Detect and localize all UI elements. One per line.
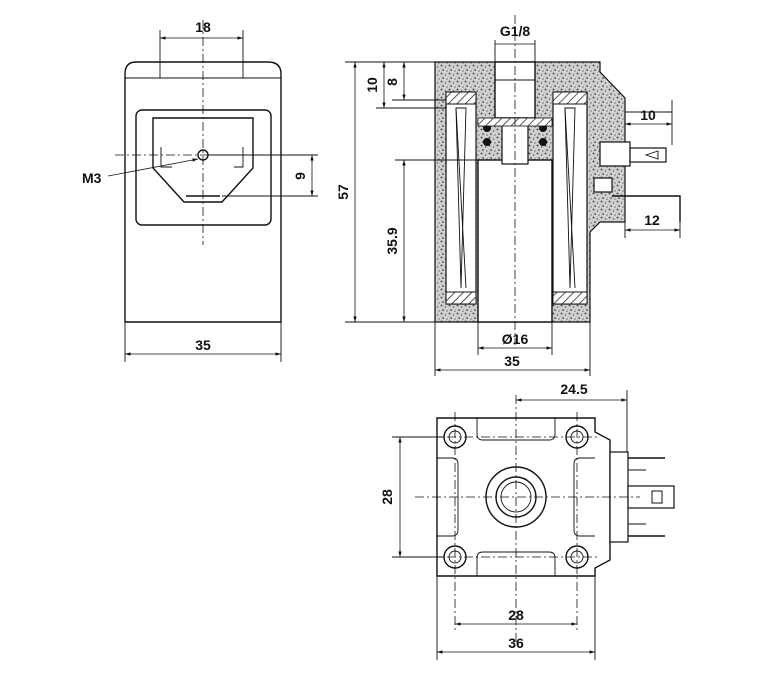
dim-plan-hole-spacing: 28 (508, 607, 524, 623)
dim-plan-height: 28 (379, 489, 395, 505)
thread-label: M3 (82, 170, 102, 186)
port-label: G1/8 (500, 23, 531, 39)
plan-view (392, 390, 675, 660)
dim-height-total: 57 (335, 184, 351, 200)
dim-terminal-12: 12 (644, 212, 660, 228)
front-view (107, 20, 318, 362)
dim-bore: Ø16 (502, 331, 529, 347)
dim-coil-height: 35.9 (384, 227, 400, 254)
dim-section-width: 35 (504, 353, 520, 369)
dim-top-width: 18 (195, 19, 211, 35)
dim-depth-10: 10 (364, 77, 380, 93)
section-view (345, 15, 681, 376)
dim-pin-offset: 9 (292, 172, 308, 180)
dim-terminal-10: 10 (640, 107, 656, 123)
dim-front-width: 35 (195, 337, 211, 353)
dim-plan-width: 36 (508, 635, 524, 651)
dim-depth-8: 8 (384, 78, 400, 86)
dim-plan-offset: 24.5 (560, 381, 587, 397)
